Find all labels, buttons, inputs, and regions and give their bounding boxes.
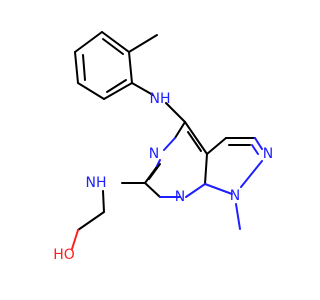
bond-tolyl-2 bbox=[74, 51, 79, 84]
bond-nh-top-to-tolyl bbox=[131, 82, 154, 96]
bond-pz-5 bbox=[204, 183, 233, 195]
bond-pyr-3 bbox=[155, 159, 161, 169]
atom-n-ring-bottom: N bbox=[175, 189, 185, 205]
bond-pyr-double-1 bbox=[187, 131, 202, 152]
bond-ch2-to-oh bbox=[71, 229, 79, 250]
bond-pyr-5 bbox=[144, 182, 161, 198]
bond-tolyl-6 bbox=[101, 31, 130, 53]
bond-pyr-double-2 bbox=[148, 163, 161, 180]
molecule-canvas: NH N N N NH N HO bbox=[53, 31, 274, 263]
bond-tolyl-inner-2 bbox=[106, 79, 127, 93]
bond-pz-4 bbox=[240, 160, 263, 188]
bond-tolyl-4 bbox=[103, 82, 133, 100]
bond-pyr-7 bbox=[185, 183, 206, 198]
atom-nh-left: NH bbox=[86, 175, 107, 191]
bond-pz-double-1 bbox=[251, 144, 259, 155]
bond-pyr-8 bbox=[204, 153, 208, 185]
bond-pyr-9 bbox=[184, 121, 208, 155]
bond-pz-1 bbox=[206, 137, 227, 155]
bond-tolyl-inner-3 bbox=[102, 38, 124, 55]
bond-nh-top-to-ring bbox=[165, 102, 186, 123]
molecule-structure: NH N N N NH N HO bbox=[53, 31, 273, 263]
bond-tolyl-1 bbox=[74, 31, 103, 53]
atom-nh-top: NH bbox=[150, 91, 171, 107]
atom-ho: HO bbox=[53, 247, 75, 263]
bond-nh-left-to-ch2 bbox=[102, 190, 105, 213]
bond-n-methyl bbox=[235, 203, 241, 230]
bond-tolyl-inner-1 bbox=[82, 54, 86, 81]
bond-pz-3 bbox=[254, 137, 263, 150]
bond-pyr-1 bbox=[174, 121, 186, 139]
bond-tolyl-5 bbox=[128, 51, 133, 84]
atom-n-ring-right-bottom: N bbox=[230, 188, 240, 204]
bond-pyr-2 bbox=[163, 137, 176, 151]
bond-methyl-tolyl bbox=[128, 34, 158, 53]
bond-ch2-ch2 bbox=[77, 211, 105, 231]
atom-n-ring-left: N bbox=[149, 146, 159, 162]
bond-tolyl-3 bbox=[77, 82, 105, 100]
atom-n-ring-right-top: N bbox=[263, 146, 273, 162]
